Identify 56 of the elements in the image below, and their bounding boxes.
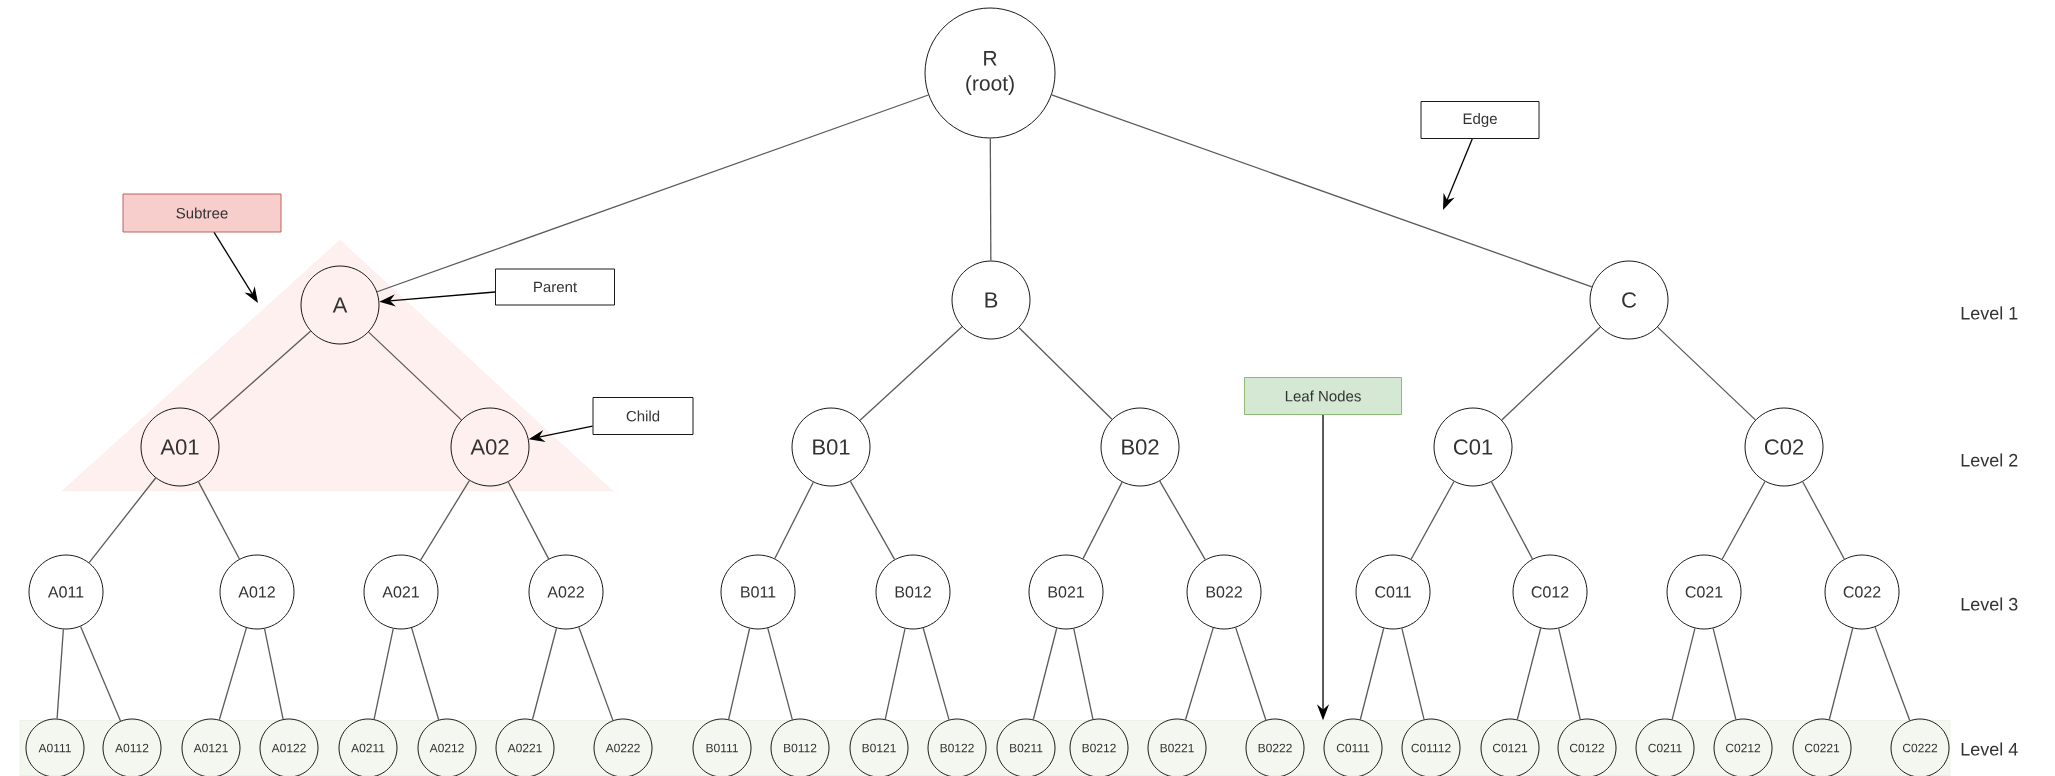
tree-edge bbox=[1721, 480, 1766, 560]
tree-edge bbox=[1401, 627, 1425, 721]
tree-edge bbox=[1073, 628, 1094, 720]
tree-edge bbox=[1558, 627, 1581, 720]
tree-edge bbox=[218, 627, 248, 721]
tree-edge bbox=[1501, 326, 1601, 421]
tree-edge bbox=[1828, 627, 1854, 721]
tree-edge bbox=[507, 481, 550, 560]
callout-label: Subtree bbox=[122, 193, 282, 233]
callout-label: Leaf Nodes bbox=[1244, 377, 1402, 415]
tree-edge bbox=[728, 627, 751, 720]
tree-edge bbox=[578, 626, 614, 721]
tree-edge bbox=[1359, 627, 1385, 721]
tree-edge bbox=[410, 627, 440, 721]
level-label: Level 2 bbox=[1961, 453, 2018, 467]
leaf-band bbox=[19, 720, 1951, 776]
tree-edge bbox=[1874, 626, 1911, 722]
tree-edge bbox=[1235, 626, 1267, 721]
tree-edge bbox=[1082, 481, 1123, 560]
tree-edge bbox=[263, 628, 284, 720]
tree-edge bbox=[208, 330, 312, 422]
tree-edge bbox=[1516, 627, 1542, 721]
leader-arrow bbox=[213, 231, 258, 303]
level-label: Level 1 bbox=[1961, 306, 2018, 320]
tree-edge bbox=[1712, 627, 1737, 721]
tree-edge bbox=[1410, 480, 1455, 560]
tree-edge bbox=[531, 627, 558, 721]
tree-edge bbox=[922, 627, 950, 721]
callout-label: Edge bbox=[1420, 101, 1540, 139]
tree-edge bbox=[1657, 326, 1757, 421]
tree-edge bbox=[989, 137, 992, 262]
tree-edge bbox=[1802, 481, 1845, 560]
tree-edge bbox=[859, 326, 963, 421]
tree-edge bbox=[88, 477, 157, 564]
subtree-triangle bbox=[61, 239, 614, 492]
tree-edge bbox=[1490, 481, 1534, 560]
tree-edge bbox=[197, 481, 241, 560]
tree-edge bbox=[1159, 480, 1206, 561]
tree-edge bbox=[1018, 327, 1113, 420]
tree-edge bbox=[1671, 627, 1696, 721]
tree-edge bbox=[774, 481, 814, 560]
tree-edge bbox=[56, 628, 64, 720]
tree-edge bbox=[376, 94, 930, 293]
tree-edge bbox=[849, 480, 896, 561]
tree-edge bbox=[1032, 627, 1058, 721]
tree-edge bbox=[419, 479, 470, 561]
tree-edge bbox=[884, 627, 906, 720]
tree-edge bbox=[1051, 94, 1593, 288]
tree-edge bbox=[1184, 627, 1214, 721]
tree-edge bbox=[79, 625, 122, 722]
tree-edge bbox=[767, 627, 793, 721]
callout-label: Child bbox=[592, 397, 694, 435]
level-label: Level 3 bbox=[1961, 597, 2018, 611]
callout-label: Parent bbox=[495, 268, 615, 306]
tree-edge bbox=[368, 331, 462, 421]
tree-edge bbox=[373, 628, 394, 720]
